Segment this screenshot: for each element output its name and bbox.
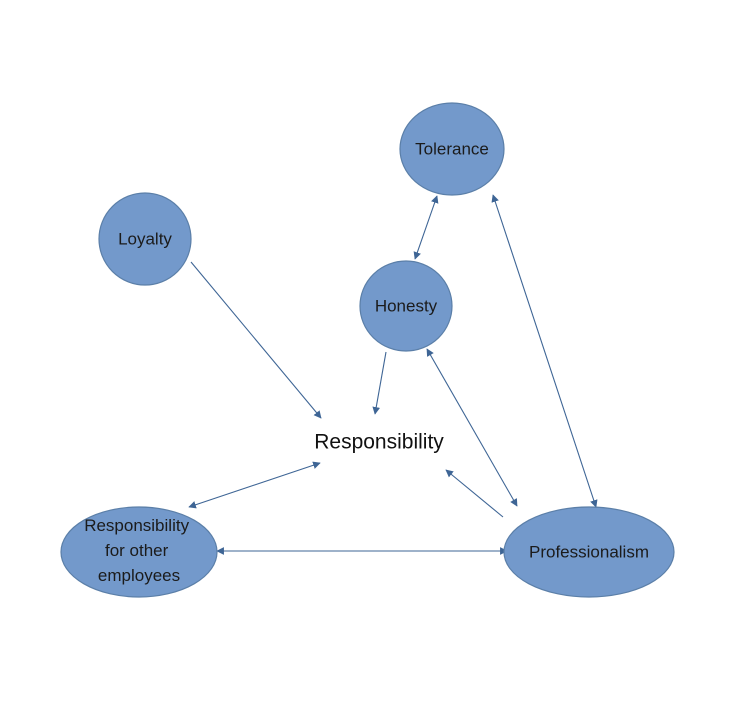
node-loyalty-shape: [98, 192, 192, 286]
node-loyalty: Loyalty: [98, 192, 192, 286]
edge-honesty-to-responsibility: [372, 351, 387, 415]
node-honesty-label: Honesty: [375, 296, 438, 315]
node-responsibility-others-line-3: employees: [98, 566, 180, 585]
edge-loyalty-to-responsibility: [190, 261, 322, 419]
node-tolerance-shape: [399, 102, 505, 196]
node-loyalty-label: Loyalty: [118, 229, 172, 248]
edges: [188, 194, 598, 555]
edge-professionalism-to-responsibility: [445, 469, 504, 518]
edge-honesty-professionalism: [426, 348, 518, 507]
node-tolerance: Tolerance: [399, 102, 505, 196]
node-responsibility-others-line-2: for other: [105, 541, 169, 560]
node-professionalism: Professionalism: [503, 506, 675, 598]
node-honesty-shape: [359, 260, 453, 352]
node-honesty: Honesty: [359, 260, 453, 352]
node-responsibility-others-line-1: Responsibility: [84, 516, 189, 535]
edge-responsibility-responsibility-others: [188, 461, 321, 509]
node-professionalism-shape: [503, 506, 675, 598]
node-responsibility-others: Responsibility for other employees: [60, 506, 218, 598]
node-professionalism-label: Professionalism: [529, 542, 649, 561]
edge-tolerance-honesty: [413, 195, 439, 260]
node-responsibility-others-shape: [60, 506, 218, 598]
edge-tolerance-professionalism: [491, 194, 598, 508]
node-responsibility-label: Responsibility: [314, 431, 444, 454]
node-tolerance-label: Tolerance: [415, 139, 489, 158]
node-responsibility-others-label: Responsibility for other employees: [84, 516, 194, 585]
